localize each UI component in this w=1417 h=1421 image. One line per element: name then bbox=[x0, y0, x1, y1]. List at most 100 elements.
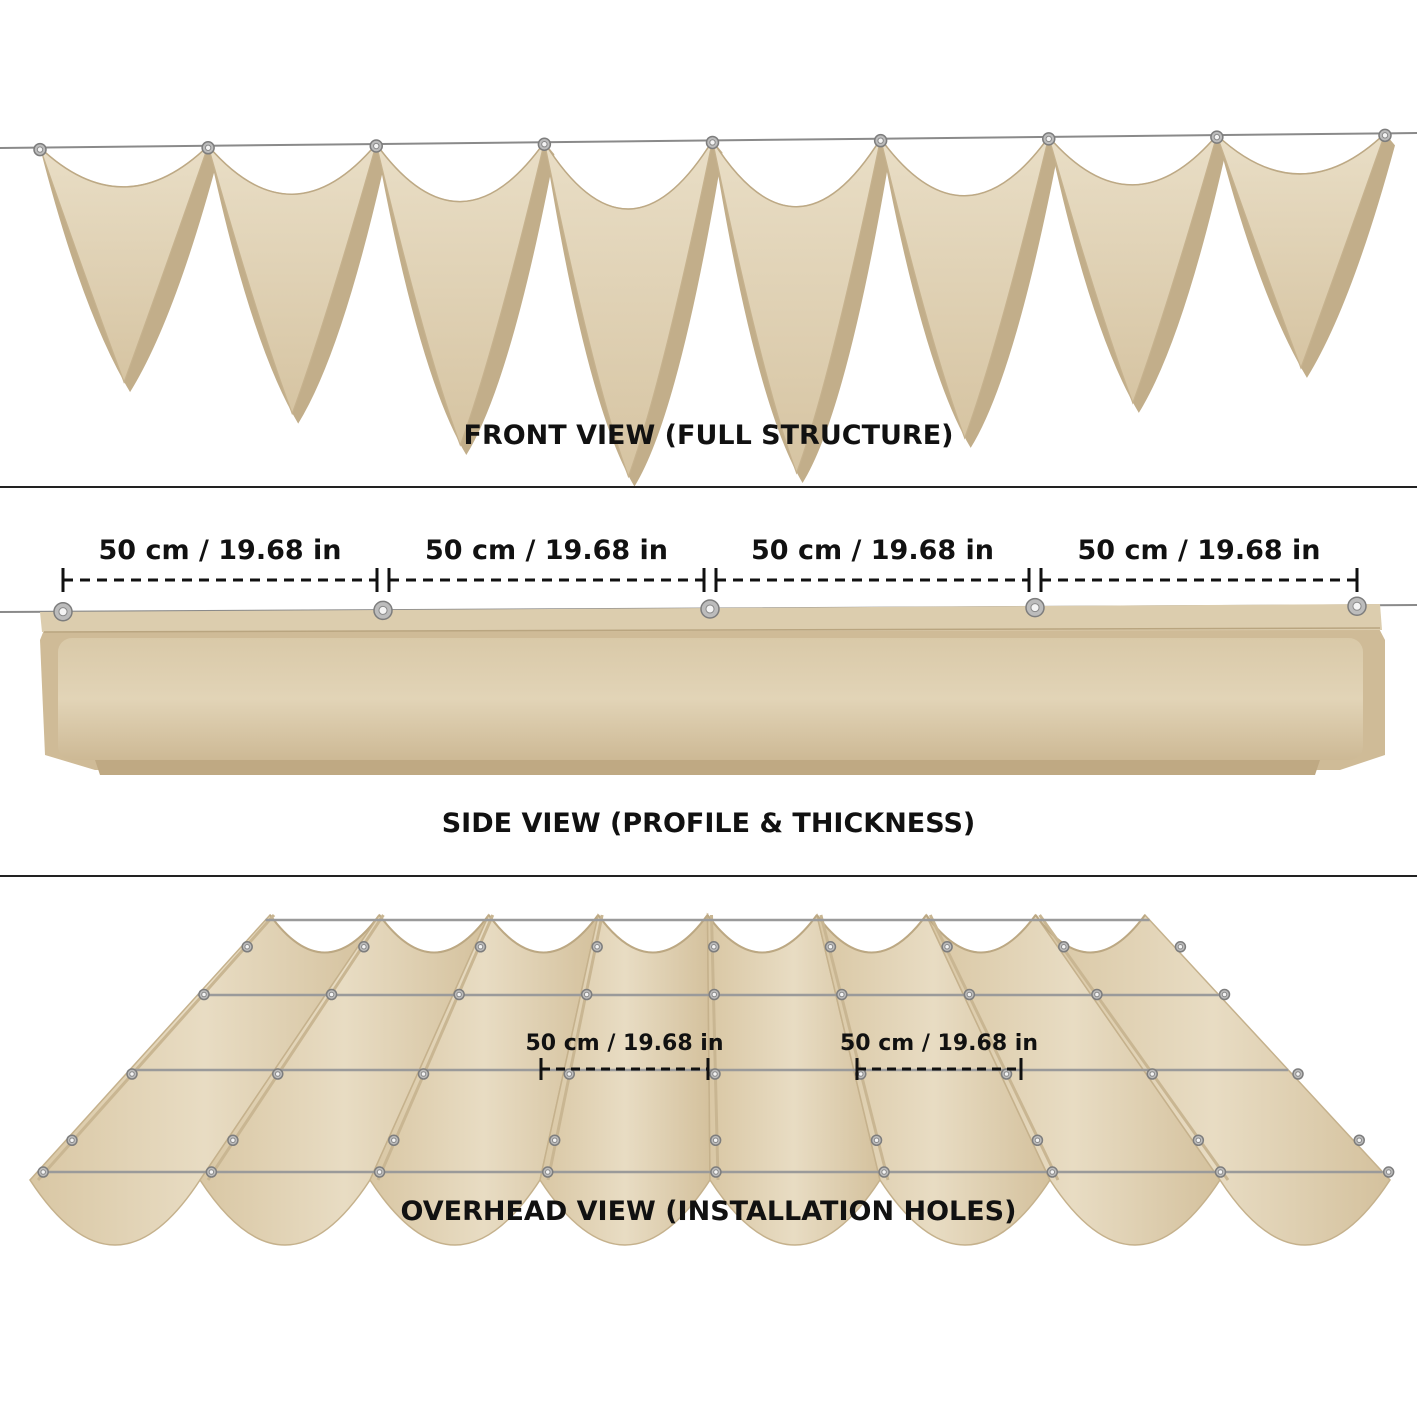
grommet-hole bbox=[566, 1071, 572, 1077]
grommet-hole bbox=[711, 991, 717, 998]
grommet-hole bbox=[877, 137, 884, 144]
grommet bbox=[417, 1068, 430, 1080]
grommet bbox=[1218, 988, 1231, 1001]
grommet-hole bbox=[275, 1071, 281, 1077]
overhead-panel-seam bbox=[206, 914, 385, 1181]
front-panel-edge bbox=[1048, 134, 1218, 186]
front-panel-shadow bbox=[1216, 133, 1395, 378]
grommet-hole bbox=[1030, 603, 1040, 613]
grommet bbox=[855, 1068, 867, 1080]
overhead-panel-top-edge bbox=[487, 914, 599, 954]
grommet bbox=[201, 141, 215, 155]
grommet-hole bbox=[551, 1137, 558, 1143]
front-panel-shadow bbox=[712, 138, 891, 483]
grommet-hole bbox=[1352, 601, 1362, 611]
grommet-hole bbox=[208, 1169, 215, 1175]
grommet bbox=[1000, 1068, 1013, 1080]
grommet-hole bbox=[713, 1169, 719, 1175]
grommet-hole bbox=[230, 1137, 236, 1143]
grommet bbox=[1192, 1134, 1205, 1146]
grommet bbox=[453, 988, 465, 1001]
grommet-hole bbox=[201, 991, 207, 998]
grommet-hole bbox=[705, 604, 715, 614]
grommet bbox=[1378, 128, 1392, 143]
grommet bbox=[198, 988, 210, 1001]
overhead-panel-top-edge bbox=[378, 914, 490, 954]
grommet bbox=[836, 988, 848, 1001]
front-panel-edge bbox=[39, 145, 209, 188]
front-panel-edge bbox=[207, 143, 377, 195]
overhead-panel-top-edge bbox=[816, 914, 928, 954]
overhead-panel-seam bbox=[36, 914, 276, 1181]
grommet-hole bbox=[204, 144, 212, 151]
grommet-hole bbox=[456, 991, 462, 998]
grommet bbox=[1058, 941, 1070, 953]
grommet bbox=[591, 941, 603, 953]
grommet-hole bbox=[873, 1137, 880, 1143]
grommet-hole bbox=[1003, 1071, 1010, 1077]
overhead-view-title: OVERHEAD VIEW (INSTALLATION HOLES) bbox=[400, 1196, 1017, 1227]
side-dimension-label: 50 cm / 19.68 in bbox=[1077, 535, 1320, 566]
grommet-hole bbox=[839, 991, 845, 998]
grommet bbox=[1292, 1068, 1304, 1080]
grommet-hole bbox=[129, 1071, 135, 1077]
grommet bbox=[373, 1166, 386, 1178]
grommet bbox=[373, 600, 393, 621]
grommet-hole bbox=[966, 991, 973, 998]
grommet bbox=[1046, 1166, 1059, 1178]
grommet bbox=[1174, 941, 1187, 953]
grommet bbox=[53, 601, 73, 622]
grommet-hole bbox=[69, 1137, 75, 1143]
front-panel-edge bbox=[880, 136, 1050, 197]
grommet bbox=[388, 1134, 400, 1146]
grommet-hole bbox=[1034, 1137, 1041, 1143]
grommet-hole bbox=[1385, 1169, 1392, 1175]
grommet-hole bbox=[328, 991, 335, 998]
grommet-hole bbox=[420, 1071, 427, 1077]
front-panels bbox=[33, 128, 1395, 487]
grommet bbox=[1210, 130, 1224, 144]
grommet bbox=[580, 988, 593, 1001]
grommet bbox=[1146, 1068, 1158, 1080]
grommet bbox=[241, 941, 253, 953]
overhead-panel-top-edge bbox=[597, 914, 709, 954]
front-panel-shadow bbox=[376, 142, 555, 456]
grommet bbox=[358, 941, 370, 953]
grommet bbox=[709, 1068, 721, 1080]
grommet-hole bbox=[244, 944, 250, 950]
grommet bbox=[705, 135, 720, 150]
grommet-hole bbox=[1217, 1169, 1224, 1175]
side-grommets bbox=[53, 596, 1367, 622]
grommet bbox=[37, 1166, 49, 1178]
side-view-title: SIDE VIEW (PROFILE & THICKNESS) bbox=[441, 808, 976, 839]
front-panel-shadow bbox=[544, 140, 723, 487]
front-view-title: FRONT VIEW (FULL STRUCTURE) bbox=[463, 420, 954, 451]
front-panel-edge bbox=[543, 140, 714, 210]
grommet-hole bbox=[1045, 135, 1052, 143]
grommet-hole bbox=[391, 1137, 397, 1143]
grommet bbox=[1347, 596, 1367, 617]
grommet-hole bbox=[881, 1169, 887, 1175]
grommet bbox=[963, 988, 976, 1001]
grommet-hole bbox=[712, 1071, 718, 1077]
grommet-hole bbox=[594, 944, 600, 950]
overhead-panel-top-edge bbox=[269, 914, 381, 954]
front-panel-edge bbox=[1216, 132, 1386, 175]
grommet bbox=[1025, 597, 1045, 618]
grommet-hole bbox=[711, 944, 717, 950]
grommet bbox=[33, 142, 47, 157]
grommet-hole bbox=[858, 1071, 864, 1077]
grommet-hole bbox=[1061, 944, 1067, 950]
grommet bbox=[563, 1068, 575, 1080]
grommet-hole bbox=[361, 944, 367, 950]
grommet bbox=[1382, 1166, 1395, 1178]
grommet bbox=[205, 1166, 218, 1178]
grommet bbox=[700, 599, 720, 619]
grommet bbox=[474, 941, 487, 953]
grommet-hole bbox=[583, 991, 590, 998]
grommet-hole bbox=[544, 1169, 551, 1175]
